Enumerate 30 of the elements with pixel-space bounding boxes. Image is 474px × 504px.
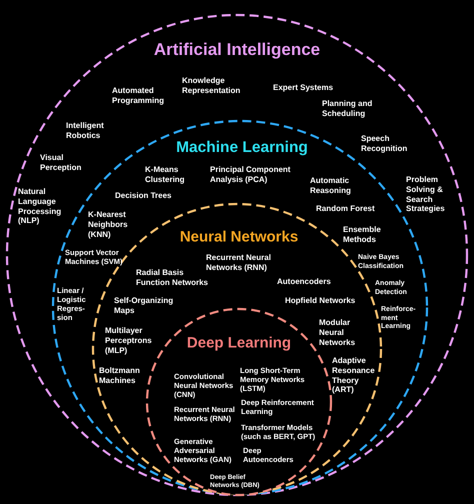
term-label: Radial Basis Function Networks <box>136 268 208 288</box>
term-label: Automated Programming <box>112 86 166 106</box>
term-label: Decision Trees <box>115 191 172 201</box>
term-label: Problem Solving & Search Strategies <box>406 175 446 214</box>
term-label: Hopfield Networks <box>285 296 356 306</box>
term-label: Automatic Reasoning <box>310 176 352 196</box>
term-label: Boltzmann Machines <box>99 366 141 386</box>
term-label: Ensemble Methods <box>343 225 382 244</box>
circle-title: Neural Networks <box>180 228 298 246</box>
term-label: Self-Organizing Maps <box>114 296 174 316</box>
term-label: Recurrent Neural Networks (RNN) <box>206 253 272 272</box>
term-label: Visual Perception <box>40 153 82 172</box>
term-label: K-Nearest Neighbors (KNN) <box>88 210 129 240</box>
term-label: Multilayer Perceptrons (MLP) <box>105 326 153 356</box>
dashed-circle <box>6 14 468 496</box>
term-label: Autoencoders <box>277 277 332 287</box>
term-label: Principal Component Analysis (PCA) <box>210 165 292 184</box>
term-label: Random Forest <box>316 204 376 214</box>
circle-title: Artificial Intelligence <box>154 40 320 60</box>
term-label: Knowledge Representation <box>182 76 242 96</box>
term-label: Modular Neural Networks <box>319 318 356 348</box>
term-label: Planning and Scheduling <box>322 99 374 118</box>
circle-title: Machine Learning <box>176 139 308 157</box>
term-label: Intelligent Robotics <box>66 121 105 140</box>
term-label: Speech Recognition <box>361 134 408 154</box>
term-label: Adaptive Resonance Theory (ART) <box>332 356 376 395</box>
circle-title: Deep Learning <box>186 334 292 352</box>
term-label: K-Means Clustering <box>145 165 186 184</box>
term-label: Natural Language Processing (NLP) <box>18 187 62 226</box>
term-label: Expert Systems <box>273 83 334 93</box>
